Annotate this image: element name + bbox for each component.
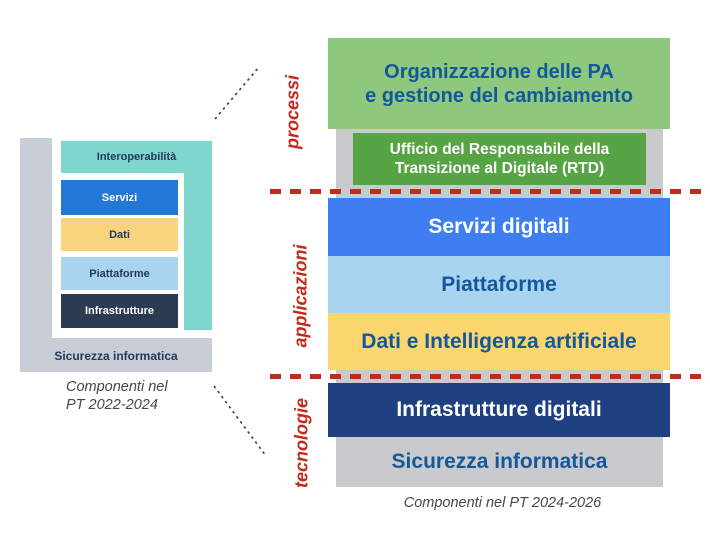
left-layer-dati-label: Dati <box>109 228 130 241</box>
dashed-divider-applicazioni-tecnologie <box>270 374 707 379</box>
box-organizzazione-line1: Organizzazione delle PA <box>384 60 614 83</box>
box-servizi-digitali-label: Servizi digitali <box>428 215 570 238</box>
section-label-tecnologie: tecnologie <box>291 397 312 489</box>
left-layer-infrastrutture-label: Infrastrutture <box>84 305 155 317</box>
left-layer-servizi-label: Servizi <box>101 191 138 204</box>
left-layer-infrastrutture: Infrastrutture <box>61 294 178 328</box>
left-layer-dati: Dati <box>61 218 178 251</box>
box-dati-ia-label: Dati e Intelligenza artificiale <box>361 329 637 353</box>
left-layer-interoperabilita: Interoperabilità <box>61 141 212 173</box>
box-rtd-line2: Transizione al Digitale (RTD) <box>394 160 605 177</box>
box-servizi-digitali: Servizi digitali <box>328 198 670 256</box>
dashed-divider-processi-applicazioni <box>270 189 707 194</box>
box-rtd-line1: Ufficio del Responsabile della <box>389 141 610 158</box>
box-infrastrutture-digitali: Infrastrutture digitali <box>328 383 670 437</box>
left-layer-piattaforme-label: Piattaforme <box>89 267 150 280</box>
box-dati-intelligenza-artificiale: Dati e Intelligenza artificiale <box>328 313 670 370</box>
left-layer-sicurezza: Sicurezza informatica <box>20 345 212 367</box>
box-infrastrutture-digitali-label: Infrastrutture digitali <box>396 398 602 421</box>
left-layer-interoperabilita-label: Interoperabilità <box>96 151 177 163</box>
box-sicurezza-informatica: Sicurezza informatica <box>336 437 663 487</box>
left-layer-servizi: Servizi <box>61 180 178 215</box>
left-layer-piattaforme: Piattaforme <box>61 257 178 290</box>
box-organizzazione-line2: e gestione del cambiamento <box>365 84 633 107</box>
box-ufficio-rtd: Ufficio del Responsabile della Transizio… <box>353 133 646 185</box>
left-caption-line2: PT 2022-2024 <box>66 397 158 413</box>
left-caption-line1: Componenti nel <box>66 379 168 395</box>
left-caption: Componenti nel PT 2022-2024 <box>66 378 226 414</box>
section-label-applicazioni: applicazioni <box>290 244 311 348</box>
box-organizzazione-pa: Organizzazione delle PA e gestione del c… <box>328 38 670 129</box>
left-layer-sicurezza-label: Sicurezza informatica <box>54 349 178 363</box>
section-label-processi: processi <box>282 74 303 150</box>
box-piattaforme-label: Piattaforme <box>441 272 557 296</box>
right-caption: Componenti nel PT 2024-2026 <box>403 495 602 511</box>
connector-line-top <box>214 66 260 120</box>
box-sicurezza-informatica-label: Sicurezza informatica <box>391 450 608 473</box>
box-piattaforme: Piattaforme <box>328 256 670 313</box>
